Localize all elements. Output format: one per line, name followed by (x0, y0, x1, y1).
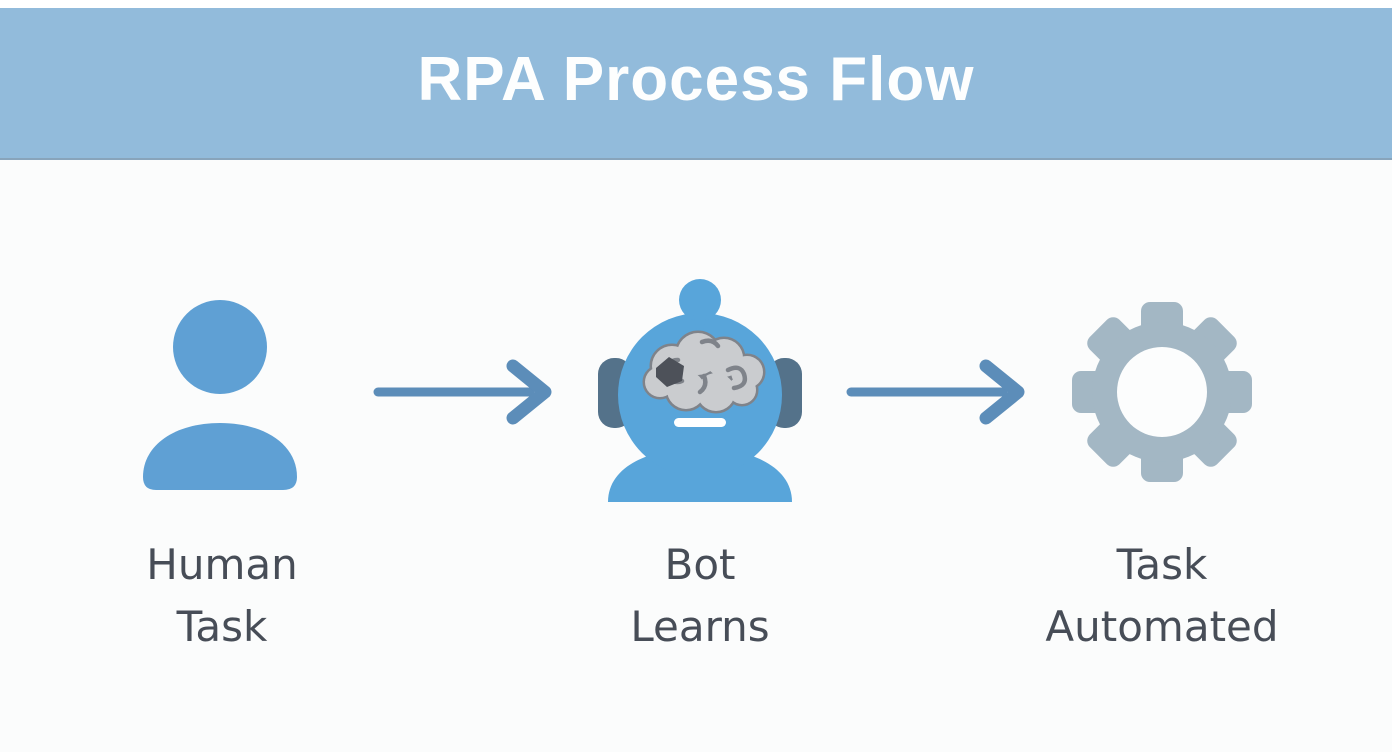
human-silhouette (143, 300, 297, 490)
arrow-right-icon (373, 359, 552, 425)
brain-dark-spot (656, 357, 684, 387)
label-line: Task (1116, 540, 1208, 589)
arrow-right-icon (846, 359, 1025, 425)
gear-icon (1072, 302, 1252, 482)
gear-body (1072, 302, 1252, 482)
robot-mouth (674, 418, 726, 427)
robot-icon (598, 279, 802, 502)
human-icon (143, 300, 297, 490)
header-band: RPA Process Flow (0, 8, 1392, 160)
label-line: Learns (630, 602, 770, 651)
robot-antenna (679, 279, 721, 332)
label-line: Task (176, 602, 268, 651)
human-head (173, 300, 267, 394)
label-line: Automated (1045, 602, 1279, 651)
gear-center-hole (1117, 347, 1207, 437)
top-white-strip (0, 0, 1392, 8)
arrow-shape (373, 359, 552, 425)
label-line: Bot (664, 540, 736, 589)
human-body (143, 423, 297, 490)
brain-icon (642, 330, 766, 414)
label-line: Human (146, 540, 298, 589)
arrow-shape (846, 359, 1025, 425)
step-label-human-task: Human Task (32, 534, 412, 658)
page-title: RPA Process Flow (417, 44, 975, 114)
step-label-task-automated: Task Automated (972, 534, 1352, 658)
step-label-bot-learns: Bot Learns (510, 534, 890, 658)
